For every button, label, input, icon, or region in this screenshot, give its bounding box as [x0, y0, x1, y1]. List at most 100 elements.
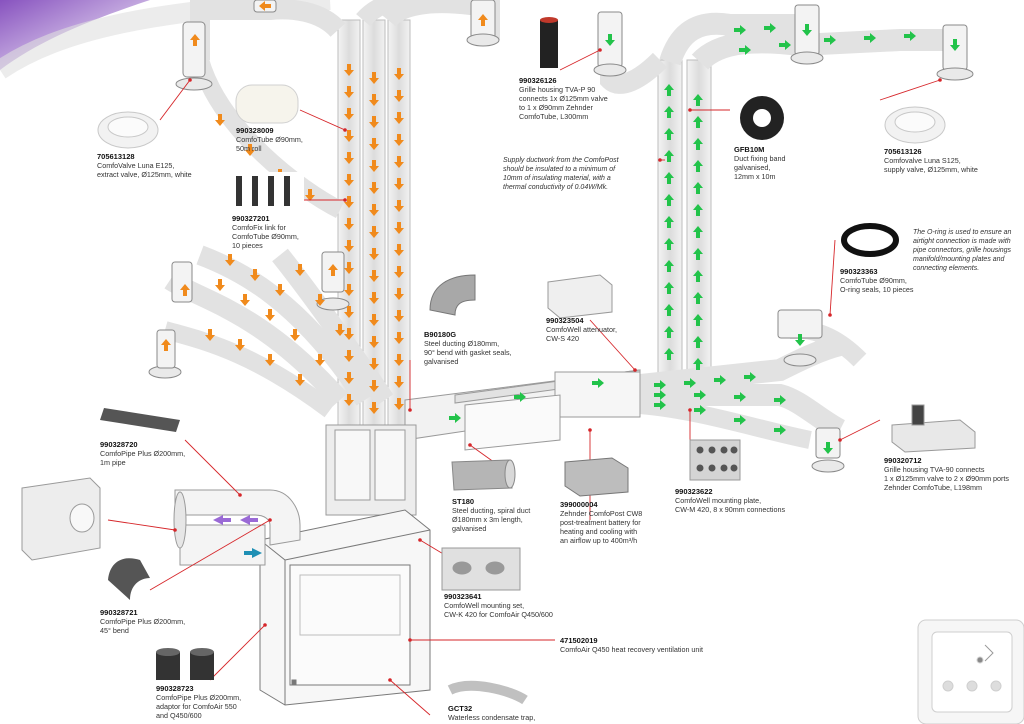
extract-arrow [344, 174, 354, 186]
supply-arrow [774, 395, 786, 405]
label-comfopipe-bend: 990328721 ComfoPipe Plus Ø200mm, 45° ben… [100, 608, 210, 635]
supply-arrow [823, 442, 833, 454]
supply-arrow [664, 150, 674, 162]
extract-airflow-arrows-set [161, 1, 488, 414]
part-description: Comfovalve Luna S125, supply valve, Ø125… [884, 156, 978, 174]
supply-arrow [664, 348, 674, 360]
extract-arrow [394, 156, 404, 168]
supply-arrow [664, 304, 674, 316]
extract-arrow [295, 264, 305, 276]
part-code: 990323504 [546, 316, 584, 325]
note-o-ring: The O-ring is used to ensure an airtight… [913, 229, 1012, 272]
extract-arrow [344, 240, 354, 252]
supply-arrow [714, 375, 726, 385]
grille-housing-icon [891, 404, 976, 453]
supply-arrow [734, 392, 746, 402]
extract-arrow [394, 288, 404, 300]
part-description: ComfoValve Luna E125, extract valve, Ø12… [97, 161, 192, 179]
supply-arrow [693, 358, 703, 370]
part-code: 990328723 [156, 684, 194, 693]
extract-arrow [328, 264, 338, 276]
round-valve-icon [97, 111, 159, 149]
part-code: 705613126 [884, 147, 922, 156]
battery-icon [564, 457, 629, 497]
extract-arrow [235, 339, 245, 351]
extract-arrow [369, 402, 379, 414]
label-comfotube-roll: 990328009 ComfoTube Ø90mm, 50m roll [236, 126, 346, 153]
part-code: 990327201 [232, 214, 270, 223]
extract-arrow [394, 244, 404, 256]
extract-arrow [369, 380, 379, 392]
extract-arrow [265, 354, 275, 366]
mounting-set-icon [441, 547, 521, 591]
bend-icon [429, 274, 476, 316]
extract-arrow [394, 200, 404, 212]
extract-arrow [295, 374, 305, 386]
part-code: GFB10M [734, 145, 765, 154]
supply-arrow [739, 45, 751, 55]
part-description: Waterless condensate trap, [448, 713, 536, 722]
supply-arrow [664, 238, 674, 250]
supply-arrow [734, 25, 746, 35]
extract-arrow [369, 182, 379, 194]
supply-arrow [664, 106, 674, 118]
label-grille-housing-tva-p90: 990326126 Grille housing TVA-P 90 connec… [519, 76, 634, 121]
supply-arrow [449, 413, 461, 423]
extract-arrow [344, 262, 354, 274]
supply-arrow [693, 248, 703, 260]
spiral-duct-icon [451, 459, 516, 491]
grille-housing-icon [540, 17, 558, 68]
part-code: B90180G [424, 330, 457, 339]
supply-arrow [693, 116, 703, 128]
extract-arrow [344, 86, 354, 98]
part-description: Steel ducting Ø180mm, 90° bend with gask… [424, 339, 512, 366]
part-description: ComfoTube Ø90mm, O-ring seals, 10 pieces [840, 276, 914, 294]
extract-arrow [478, 14, 488, 26]
extract-arrow [369, 270, 379, 282]
extract-arrow [394, 354, 404, 366]
extract-arrow [394, 332, 404, 344]
supply-arrow [693, 336, 703, 348]
part-description: Steel ducting, spiral duct Ø180mm x 3m l… [452, 506, 531, 533]
part-description: ComfoPipe Plus Ø200mm, 45° bend [100, 617, 186, 635]
extract-arrow [369, 314, 379, 326]
supply-arrow [779, 40, 791, 50]
label-extract-valve-e125: 705613128 ComfoValve Luna E125, extract … [97, 152, 222, 179]
supply-arrow [693, 182, 703, 194]
supply-arrow [664, 282, 674, 294]
extract-arrow [344, 372, 354, 384]
controller-panel [917, 619, 1024, 724]
part-code: 705613128 [97, 152, 135, 161]
extract-arrow [259, 1, 271, 11]
extract-arrow [394, 266, 404, 278]
supply-arrow [693, 270, 703, 282]
part-code: 399000004 [560, 500, 598, 509]
part-description: ComfoPipe Plus Ø200mm, 1m pipe [100, 449, 186, 467]
supply-arrow [864, 33, 876, 43]
extract-arrow [394, 222, 404, 234]
label-attenuator: 990323504 ComfoWell attenuator, CW-S 420 [546, 316, 646, 343]
part-code: 990326126 [519, 76, 557, 85]
exhaust-arrows [213, 515, 258, 525]
supply-arrow [605, 34, 615, 46]
label-mounting-plate: 990323622 ComfoWell mounting plate, CW-M… [675, 487, 815, 514]
part-code: 471502019 [560, 636, 598, 645]
label-o-ring-seals: 990323363 ComfoTube Ø90mm, O-ring seals,… [840, 267, 950, 294]
supply-arrow [664, 172, 674, 184]
supply-ducting [600, 12, 950, 449]
supply-arrow [774, 425, 786, 435]
extract-arrow [344, 218, 354, 230]
extract-arrow [394, 68, 404, 80]
part-code: 990328009 [236, 126, 274, 135]
part-code: 990320712 [884, 456, 922, 465]
supply-arrow [654, 400, 666, 410]
extract-arrow [344, 350, 354, 362]
extract-arrow [250, 269, 260, 281]
extract-arrow [161, 339, 171, 351]
extract-arrow [369, 204, 379, 216]
supply-arrow [684, 378, 696, 388]
label-comfofix-link: 990327201 ComfoFix link for ComfoTube Ø9… [232, 214, 342, 250]
supply-arrow [664, 260, 674, 272]
supply-arrow [693, 292, 703, 304]
